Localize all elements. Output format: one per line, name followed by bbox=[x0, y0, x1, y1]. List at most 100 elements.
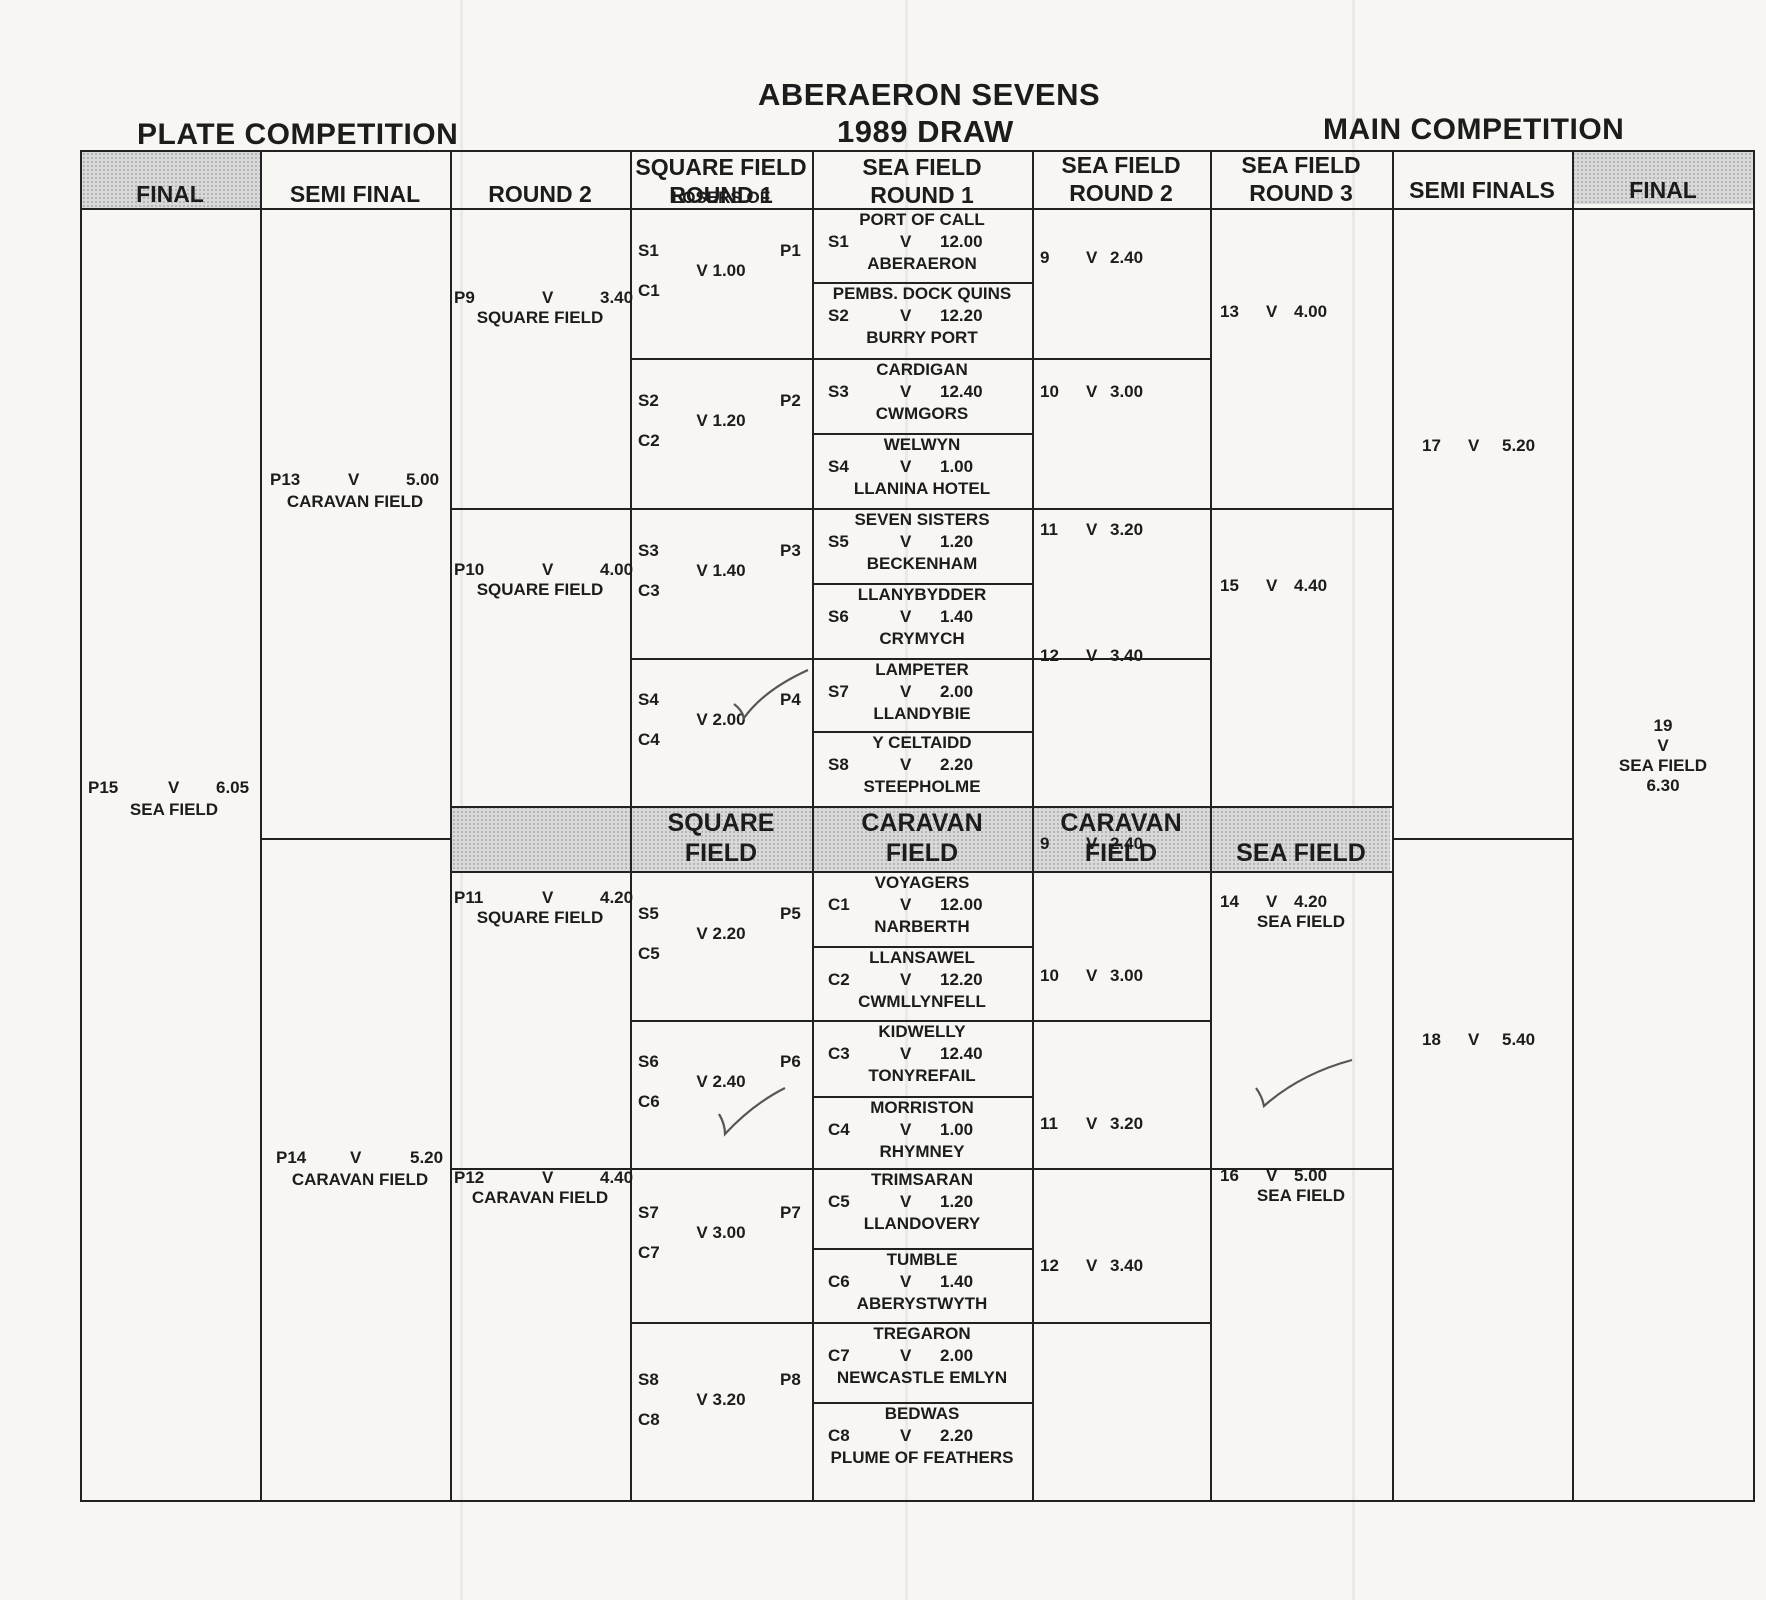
square-r1-time: V 1.00 bbox=[696, 261, 746, 280]
sea-r1-vs: V bbox=[900, 1346, 912, 1365]
sea-r2-vs: V bbox=[1086, 646, 1098, 665]
plate-final-code: P15 bbox=[88, 778, 119, 797]
sea-r1-vs: V bbox=[900, 532, 912, 551]
sea-r3-match-time: 5.00 bbox=[1294, 1166, 1328, 1185]
round2-match-time: 3.40 bbox=[600, 288, 634, 307]
draw-title: 1989 DRAW bbox=[837, 114, 1014, 149]
sea-r1-match-time: 2.00 bbox=[940, 682, 974, 701]
sea-r1-match-time: 12.40 bbox=[940, 382, 983, 401]
main-semi-time: 5.20 bbox=[1502, 436, 1536, 455]
sea-r3-match-num: 15 bbox=[1220, 576, 1239, 595]
sea-r1-home-team: KIDWELLY bbox=[878, 1022, 966, 1041]
main-final-header-shade bbox=[1572, 152, 1753, 204]
square-r1-plate-code: P7 bbox=[780, 1203, 801, 1222]
divider-sea-field: SEA FIELD bbox=[1236, 839, 1366, 867]
sea-r1-away-team: NEWCASTLE EMLYN bbox=[836, 1368, 1008, 1387]
sea-r1-match-time: 1.00 bbox=[940, 457, 974, 476]
sea-r2-match-num: 12 bbox=[1040, 646, 1059, 665]
square-r1-team-slot: C3 bbox=[638, 581, 660, 600]
sea-r1-match-time: 2.20 bbox=[940, 1426, 974, 1445]
plate-semi1-vs: V bbox=[348, 470, 360, 489]
sea-r1-match-time: 1.20 bbox=[940, 532, 974, 551]
main-final-num: 19 bbox=[1653, 716, 1673, 735]
sea-r1-match-time: 12.00 bbox=[940, 232, 983, 251]
sea-r1-match-code: C5 bbox=[828, 1192, 850, 1211]
sea-r1-vs: V bbox=[900, 682, 912, 701]
sea-r1-home-team: LLANSAWEL bbox=[869, 948, 975, 967]
sea-r1-vs: V bbox=[900, 457, 912, 476]
plate-semi2-venue: CARAVAN FIELD bbox=[291, 1170, 429, 1189]
sea-r2-match-num: 11 bbox=[1040, 520, 1058, 539]
plate-competition-title: PLATE COMPETITION bbox=[137, 118, 459, 151]
sea-r1-away-team: BECKENHAM bbox=[866, 554, 978, 573]
sea-r1-match-code: C7 bbox=[828, 1346, 850, 1365]
sea-r1-away-team: CWMLLYNFELL bbox=[858, 992, 986, 1011]
sea-r2-match-num: 10 bbox=[1040, 966, 1059, 985]
sea-r1-home-team: BEDWAS bbox=[884, 1404, 960, 1423]
sea-r1-match-code: C1 bbox=[828, 895, 850, 914]
sea-r1-away-team: LLANINA HOTEL bbox=[853, 479, 991, 498]
fold-crease bbox=[1352, 0, 1355, 1600]
sea-r2-match-num: 10 bbox=[1040, 382, 1059, 401]
sea-r1-match-time: 1.40 bbox=[940, 1272, 974, 1291]
sea-r1-match-time: 2.20 bbox=[940, 755, 974, 774]
sea-r2-vs: V bbox=[1086, 1114, 1098, 1133]
sea-r1-vs: V bbox=[900, 1272, 912, 1291]
main-final-vs: V bbox=[1657, 736, 1669, 755]
square-r1-time: V 1.20 bbox=[696, 411, 746, 430]
sea-r3-venue: SEA FIELD bbox=[1256, 1186, 1346, 1205]
sea-r1-match-time: 1.20 bbox=[940, 1192, 974, 1211]
sea-r1-vs: V bbox=[900, 755, 912, 774]
sea-r2-match-time: 3.20 bbox=[1110, 520, 1144, 539]
sea-r1-home-team: CARDIGAN bbox=[876, 360, 968, 379]
round2-vs: V bbox=[542, 1168, 554, 1187]
event-title: ABERAERON SEVENS bbox=[758, 77, 1101, 112]
tick-mark bbox=[718, 1087, 786, 1137]
tick-mark bbox=[733, 668, 809, 720]
sea-r2-vs: V bbox=[1086, 1256, 1098, 1275]
plate-semi1-code: P13 bbox=[270, 470, 301, 489]
sea-r1-home-team: LAMPETER bbox=[875, 660, 969, 679]
sea-r1-vs: V bbox=[900, 232, 912, 251]
plate-semi-header: SEMI FINAL bbox=[289, 181, 421, 207]
square-r1-team-slot: S7 bbox=[638, 1203, 659, 1222]
sea-r3-match-time: 4.20 bbox=[1294, 892, 1328, 911]
sea-r2-vs: V bbox=[1086, 248, 1098, 267]
main-semi-vs: V bbox=[1468, 1030, 1480, 1049]
sea-r1-match-time: 1.00 bbox=[940, 1120, 974, 1139]
sea-r1-home-team: TRIMSARAN bbox=[871, 1170, 973, 1189]
sea-r1-away-team: STEEPHOLME bbox=[863, 777, 981, 796]
plate-final-header-shade bbox=[82, 152, 260, 208]
sea-r1-match-time: 12.40 bbox=[940, 1044, 983, 1063]
sea-r3-vs: V bbox=[1266, 1166, 1278, 1185]
sea-r1-vs: V bbox=[900, 607, 912, 626]
sea-r1-away-team: PLUME OF FEATHERS bbox=[830, 1448, 1014, 1467]
main-semi-vs: V bbox=[1468, 436, 1480, 455]
plate-final-header: FINAL bbox=[136, 181, 204, 207]
sea-r1-match-code: S1 bbox=[828, 232, 849, 251]
square-r1-time: V 2.40 bbox=[696, 1072, 746, 1091]
plate-final-vs: V bbox=[168, 778, 180, 797]
sea-r1-match-code: S7 bbox=[828, 682, 849, 701]
square-r1-time: V 1.40 bbox=[696, 561, 746, 580]
grid-frame bbox=[80, 150, 1755, 1502]
main-competition-title: MAIN COMPETITION bbox=[1323, 113, 1625, 146]
square-r1-plate-code: P1 bbox=[780, 241, 801, 260]
sea-r2-match-time: 3.20 bbox=[1110, 1114, 1144, 1133]
plate-semi2-code: P14 bbox=[276, 1148, 307, 1167]
sea-r1-vs: V bbox=[900, 1426, 912, 1445]
sea-r1-match-code: S2 bbox=[828, 306, 849, 325]
square-r1-plate-code: P6 bbox=[780, 1052, 801, 1071]
sea-r2-vs: V bbox=[1086, 966, 1098, 985]
sea-r3-match-time: 4.00 bbox=[1294, 302, 1328, 321]
square-r1-team-slot: S4 bbox=[638, 690, 659, 709]
square-r1-team-slot: C1 bbox=[638, 281, 660, 300]
square-r1-team-slot: S2 bbox=[638, 391, 659, 410]
main-semi-time: 5.40 bbox=[1502, 1030, 1536, 1049]
sea-r1-match-time: 2.00 bbox=[940, 1346, 974, 1365]
main-final-time: 6.30 bbox=[1646, 776, 1680, 795]
sea-r1-home-team: PORT OF CALL bbox=[859, 210, 985, 229]
